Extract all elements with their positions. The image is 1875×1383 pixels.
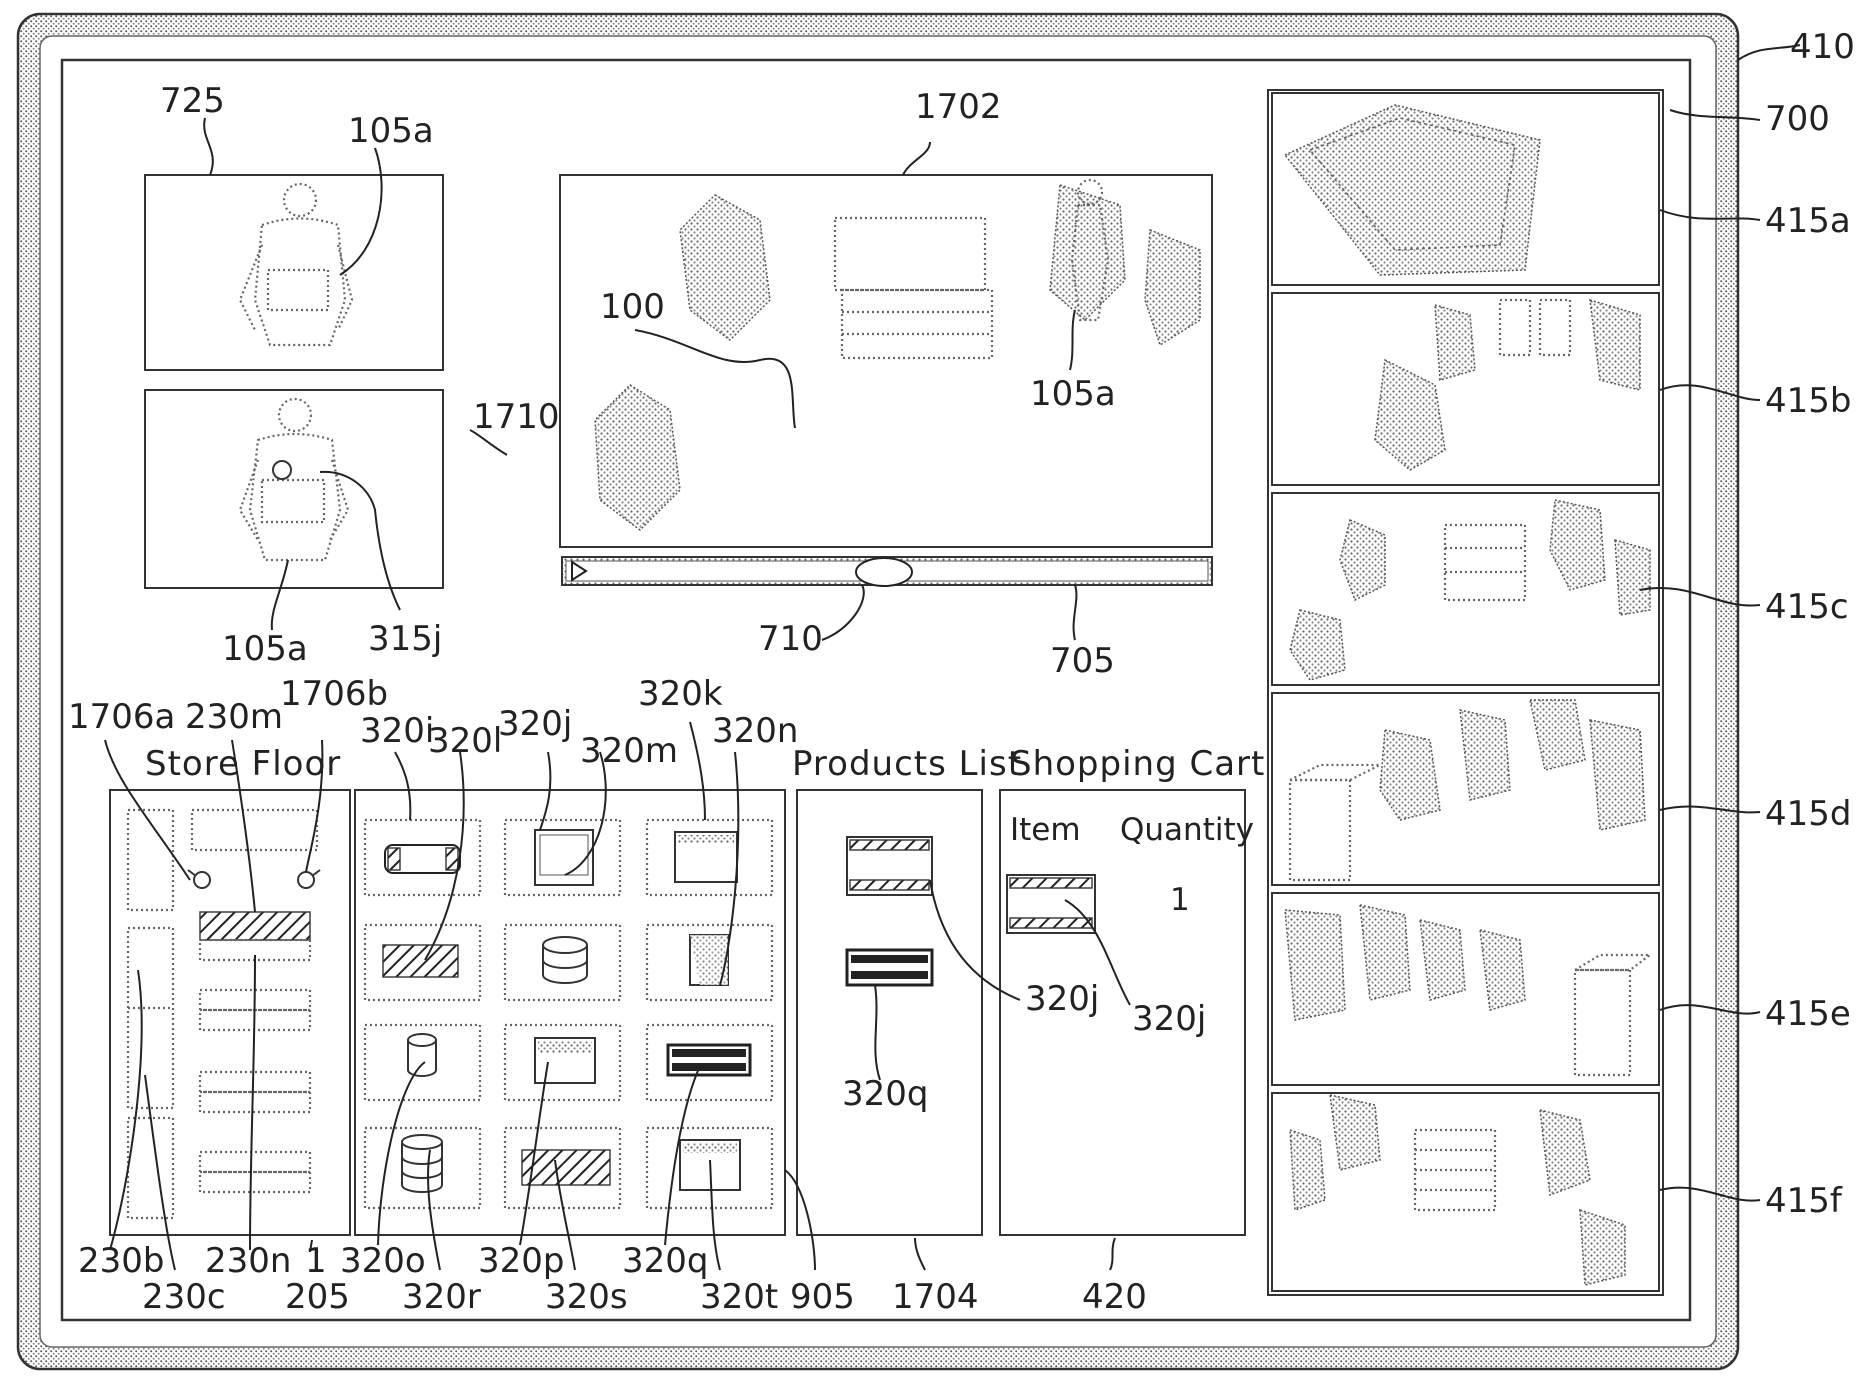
product-cell-320i[interactable]	[363, 818, 482, 897]
play-icon[interactable]	[571, 560, 588, 582]
ref-1706a: 1706a	[68, 697, 175, 737]
ref-705: 705	[1050, 641, 1115, 681]
ref-100: 100	[600, 287, 665, 327]
product-grid[interactable]	[354, 789, 786, 1236]
shelf-cluster-left-top	[679, 194, 771, 341]
product-cell-320p[interactable]	[503, 1023, 622, 1102]
ref-320m: 320m	[580, 731, 678, 771]
ref-415b: 415b	[1765, 381, 1851, 421]
ref-1: 1	[305, 1241, 327, 1281]
cart-quantity-value: 1	[1170, 882, 1190, 918]
ref-700: 700	[1765, 99, 1830, 139]
shopping-cart-panel[interactable]	[999, 789, 1246, 1236]
thumbnail-415b[interactable]	[1271, 292, 1660, 486]
ref-105a-low: 105a	[222, 629, 308, 669]
ref-320t: 320t	[700, 1277, 778, 1317]
thumbnail-415e[interactable]	[1271, 892, 1660, 1086]
ref-1702: 1702	[915, 87, 1002, 127]
ref-205: 205	[285, 1277, 350, 1317]
ref-415d: 415d	[1765, 794, 1851, 834]
path-trace-100	[634, 329, 796, 429]
ref-710: 710	[758, 619, 823, 659]
ref-105a-top: 105a	[348, 111, 434, 151]
ref-230b: 230b	[78, 1241, 164, 1281]
ref-230n: 230n	[205, 1241, 291, 1281]
ref-320j-list: 320j	[1025, 979, 1099, 1019]
product-cell-320l[interactable]	[363, 923, 482, 1002]
ref-320r: 320r	[402, 1277, 481, 1317]
cart-item-320j[interactable]	[1006, 874, 1096, 934]
ref-320k: 320k	[638, 674, 723, 714]
ref-320l: 320l	[428, 721, 502, 761]
ref-320q-bottom: 320q	[622, 1241, 708, 1281]
ref-320n: 320n	[712, 711, 798, 751]
ref-410: 410	[1790, 27, 1855, 67]
ref-320s: 320s	[545, 1277, 628, 1317]
products-list-item-320j[interactable]	[846, 836, 933, 896]
thumbnail-strip	[1267, 89, 1664, 1296]
ref-230m: 230m	[185, 697, 283, 737]
ref-230c: 230c	[142, 1277, 226, 1317]
ref-320j-cart: 320j	[1132, 999, 1206, 1039]
ref-415f: 415f	[1765, 1181, 1843, 1221]
ref-1710: 1710	[473, 397, 560, 437]
ref-415e: 415e	[1765, 994, 1851, 1034]
checkout-counter	[833, 216, 994, 360]
ref-1706b: 1706b	[280, 674, 388, 714]
product-cell-320r[interactable]	[363, 1126, 482, 1210]
product-cell-320n[interactable]	[645, 923, 774, 1002]
ref-320o: 320o	[340, 1241, 426, 1281]
product-cell-320j[interactable]	[503, 818, 622, 897]
ref-315j: 315j	[368, 619, 442, 659]
header-labels: Store Floor Products List Shopping Cart …	[145, 744, 1265, 918]
store-floor-map[interactable]	[109, 789, 351, 1236]
products-list-item-320q[interactable]	[845, 948, 934, 987]
quantity-column-header: Quantity	[1120, 812, 1254, 848]
ref-1704: 1704	[892, 1277, 979, 1317]
product-cell-320m[interactable]	[503, 923, 622, 1002]
shelf-cluster-right	[1049, 183, 1201, 347]
ref-105a-mid: 105a	[1030, 374, 1116, 414]
ref-415a: 415a	[1765, 201, 1851, 241]
camera-view-bottom[interactable]	[144, 389, 444, 589]
thumbnail-415f[interactable]	[1271, 1092, 1660, 1292]
products-list-panel[interactable]	[796, 789, 983, 1236]
ref-320p: 320p	[478, 1241, 564, 1281]
thumbnail-415d[interactable]	[1271, 692, 1660, 886]
aisle-230m-highlighted[interactable]	[199, 911, 311, 941]
ref-725: 725	[160, 81, 225, 121]
timeline-scrubber-handle-710[interactable]	[855, 557, 913, 587]
products-list-header: Products List	[792, 744, 1022, 784]
product-cell-320o[interactable]	[363, 1023, 482, 1102]
store-floor-header: Store Floor	[145, 744, 341, 784]
thumbnail-415a[interactable]	[1271, 92, 1660, 286]
item-column-header: Item	[1010, 812, 1081, 848]
ref-320i: 320i	[360, 711, 434, 751]
ref-415c: 415c	[1765, 587, 1849, 627]
shelf-cluster-left-bottom	[594, 384, 681, 531]
person-figure	[238, 182, 354, 347]
video-timeline-bar[interactable]	[561, 556, 1213, 587]
shopping-cart-header: Shopping Cart	[1010, 744, 1265, 784]
camera-view-top[interactable]	[144, 174, 444, 371]
thumbnail-415c[interactable]	[1271, 492, 1660, 686]
ref-320q-list: 320q	[842, 1074, 928, 1114]
leader-lines	[104, 44, 1801, 1271]
product-cell-320s[interactable]	[503, 1126, 622, 1210]
ref-420: 420	[1082, 1277, 1147, 1317]
product-cell-320q[interactable]	[645, 1023, 774, 1102]
product-cell-320t[interactable]	[645, 1126, 774, 1210]
camera-marker-1706a[interactable]	[187, 869, 211, 889]
ref-905: 905	[790, 1277, 855, 1317]
main-video-panel[interactable]	[559, 174, 1213, 548]
shopper-figure	[1070, 178, 1110, 322]
reference-numerals: 410 700 725 105a 1702 100 105a 1710 105a…	[68, 27, 1855, 1317]
ref-320j-top: 320j	[498, 704, 572, 744]
person-figure-2	[238, 397, 350, 562]
